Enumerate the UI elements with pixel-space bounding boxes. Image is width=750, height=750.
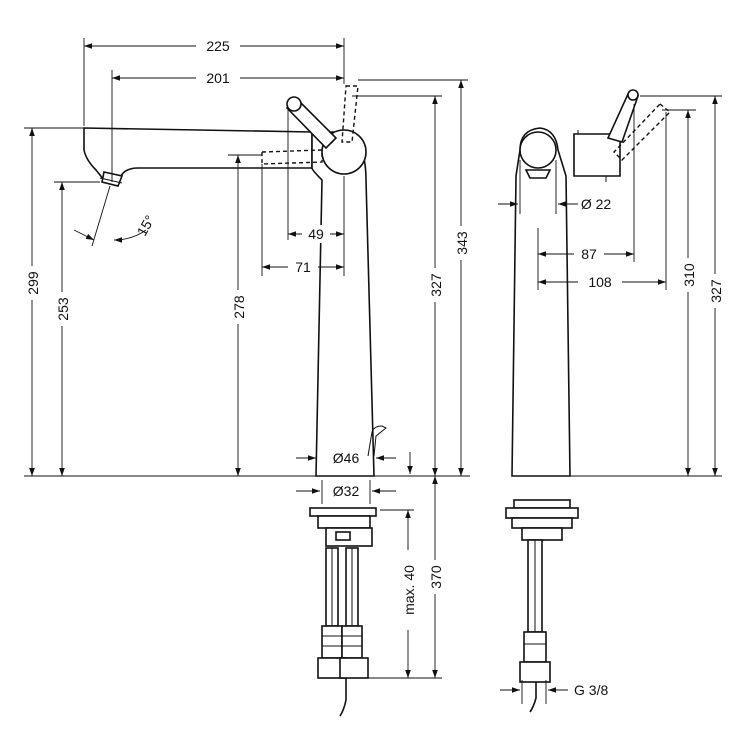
dim-87: 87	[581, 246, 597, 262]
dim-253: 253	[55, 297, 71, 321]
dim-343: 343	[454, 231, 470, 255]
dim-225: 225	[206, 38, 230, 54]
front-view	[83, 85, 387, 717]
dim-71: 71	[295, 259, 311, 275]
dim-370: 370	[428, 565, 444, 589]
dim-g-3-8: G 3/8	[574, 682, 608, 698]
dim-diameter-46: Ø46	[333, 450, 360, 466]
base-plate	[309, 507, 377, 517]
side-lever-alt	[613, 103, 672, 161]
side-dimensions: Ø 22 87 108 310 327 G 3/8	[498, 95, 725, 704]
side-body	[511, 127, 571, 477]
dim-201: 201	[206, 70, 230, 86]
side-lever	[606, 93, 640, 143]
lever-alt-up	[341, 85, 359, 143]
faucet-body	[311, 131, 375, 477]
side-view	[505, 89, 672, 713]
side-spout-face	[519, 131, 557, 169]
dim-310: 310	[681, 263, 697, 287]
dim-299: 299	[25, 271, 41, 295]
lever-alt-side	[261, 149, 323, 165]
spout-body	[83, 127, 313, 181]
front-dimensions: 225 201 49 71 15° 299 253 278 327	[24, 36, 471, 679]
dim-max-40: max. 40	[401, 565, 417, 615]
dim-327-front: 327	[428, 273, 444, 297]
dim-diameter-32: Ø32	[333, 483, 360, 499]
hoses	[317, 547, 369, 717]
dim-278: 278	[231, 295, 247, 319]
dim-49: 49	[308, 226, 324, 242]
side-handle-block	[573, 133, 621, 177]
dim-327-side: 327	[708, 279, 724, 303]
dim-108: 108	[588, 274, 612, 290]
pop-up-rod	[367, 425, 387, 457]
dim-diameter-22: Ø 22	[581, 196, 612, 212]
